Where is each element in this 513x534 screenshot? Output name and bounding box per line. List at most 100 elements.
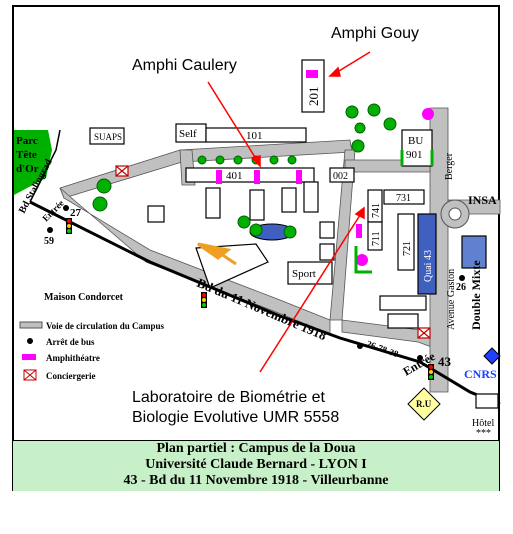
bus-stop-icon: [47, 227, 53, 233]
label-bus-26: 26: [456, 282, 466, 293]
legend-concierge-label: Conciergerie: [46, 371, 95, 381]
amphi-marker: [306, 70, 318, 78]
bus-stop-icon: [459, 275, 465, 281]
label-bus-43: 43: [438, 354, 452, 369]
amphi-marker: [356, 224, 362, 238]
label-self: Self: [179, 128, 197, 140]
label-parc: Parc: [16, 135, 38, 147]
bus-stop-icon: [417, 355, 423, 361]
building-hotel: [475, 393, 499, 409]
label-741: 741: [371, 203, 382, 218]
tree-icon: [383, 117, 397, 131]
traffic-light-icon: [66, 218, 72, 234]
conciergerie-icon: [115, 165, 129, 177]
label-731: 731: [396, 193, 411, 204]
legend-concierge-icon: [23, 369, 37, 381]
building-block: [319, 243, 335, 261]
legend-bus-icon: [27, 338, 33, 344]
label-dor: d'Or: [16, 163, 39, 175]
label-maison-condorcet: Maison Condorcet: [44, 292, 124, 303]
building-block: [147, 205, 165, 223]
building-401: [185, 167, 315, 183]
tree-icon: [249, 223, 263, 237]
label-cnrs: CNRS: [464, 367, 497, 381]
caption-line3: 43 - Bd du 11 Novembre 1918 - Villeurban…: [123, 473, 389, 488]
amphi-marker: [356, 254, 368, 266]
building-block: [319, 221, 335, 239]
map-caption: Plan partiel : Campus de la Doua Univers…: [13, 440, 499, 491]
label-hotel-stars: ***: [476, 428, 491, 439]
label-quai43: Quai 43: [423, 250, 434, 282]
label-bu: BU: [408, 135, 423, 147]
ru-diamond-icon: [407, 387, 441, 421]
label-amphi-caulery: Amphi Caulery: [132, 57, 237, 74]
label-amphi-gouy: Amphi Gouy: [331, 25, 419, 42]
tree-icon: [283, 225, 297, 239]
tree-icon: [351, 139, 365, 153]
building-block: [387, 313, 419, 329]
arrow-amphi-caulery: [207, 81, 261, 168]
amphi-marker: [216, 170, 222, 184]
bus-stop-icon: [63, 205, 69, 211]
green-border: [354, 246, 372, 274]
label-721: 721: [402, 241, 413, 256]
building-block: [379, 295, 427, 311]
amphi-marker: [254, 170, 260, 184]
label-401: 401: [226, 170, 243, 182]
conciergerie-icon: [417, 327, 431, 339]
caption-line2: Université Claude Bernard - LYON I: [145, 457, 367, 472]
building-quai43: [417, 213, 437, 295]
tree-icon: [269, 155, 279, 165]
condorcet-pointer-icon: [197, 242, 237, 266]
label-hotel: Hôtel: [472, 418, 494, 429]
label-berger: Berger: [444, 152, 455, 180]
legend: Voie de circulation du Campus Arrêt de b…: [19, 321, 165, 381]
building-block: [281, 187, 297, 213]
bd-stalingrad-road: [29, 129, 61, 203]
campus-roads: [59, 107, 501, 393]
building-block: [205, 187, 221, 219]
label-laboratoire-line1: Laboratoire de Biométrie et: [132, 389, 326, 406]
legend-bus-label: Arrêt de bus: [46, 337, 95, 347]
label-ru: R.U: [416, 399, 432, 409]
amphi-marker: [296, 170, 302, 184]
tree-icon: [96, 178, 112, 194]
bd-11-novembre-road: [29, 200, 501, 406]
tree-icon: [237, 215, 251, 229]
building-double-mixte: [461, 235, 487, 269]
bus-stop-icon: [357, 343, 363, 349]
tree-icon: [354, 122, 366, 134]
label-double-mixte: Double Mixte: [469, 260, 483, 330]
tree-icon: [287, 155, 297, 165]
label-avenue-gaston: Avenue Gaston: [446, 269, 457, 330]
label-laboratoire-line2: Biologie Evolutive UMR 5558: [132, 409, 339, 426]
bu-green-border: [400, 150, 434, 166]
tree-icon: [215, 155, 225, 165]
label-201: 201: [306, 87, 321, 107]
cnrs-diamond-icon: [483, 347, 501, 365]
building-002: [329, 167, 355, 183]
label-insa: INSA: [468, 193, 497, 207]
building-bu-901: [401, 129, 433, 167]
building-711: [367, 221, 383, 251]
label-tete: Tête: [16, 149, 37, 161]
building-block: [249, 189, 265, 221]
label-suaps: SUAPS: [94, 132, 122, 142]
label-711: 711: [371, 231, 382, 246]
tree-icon: [233, 155, 243, 165]
amphi-marker: [422, 108, 434, 120]
tree-icon: [92, 196, 108, 212]
label-101: 101: [246, 130, 263, 142]
legend-road-label: Voie de circulation du Campus: [46, 321, 165, 331]
label-901: 901: [406, 149, 423, 161]
building-101: [205, 127, 307, 143]
label-sport: Sport: [292, 268, 316, 280]
traffic-light-icon: [201, 292, 207, 308]
roundabout-center: [448, 207, 462, 221]
traffic-light-icon: [428, 364, 434, 380]
tree-icon: [367, 103, 381, 117]
arrow-laboratoire: [259, 206, 365, 373]
label-002: 002: [333, 171, 348, 182]
caption-line1: Plan partiel : Campus de la Doua: [156, 441, 356, 456]
